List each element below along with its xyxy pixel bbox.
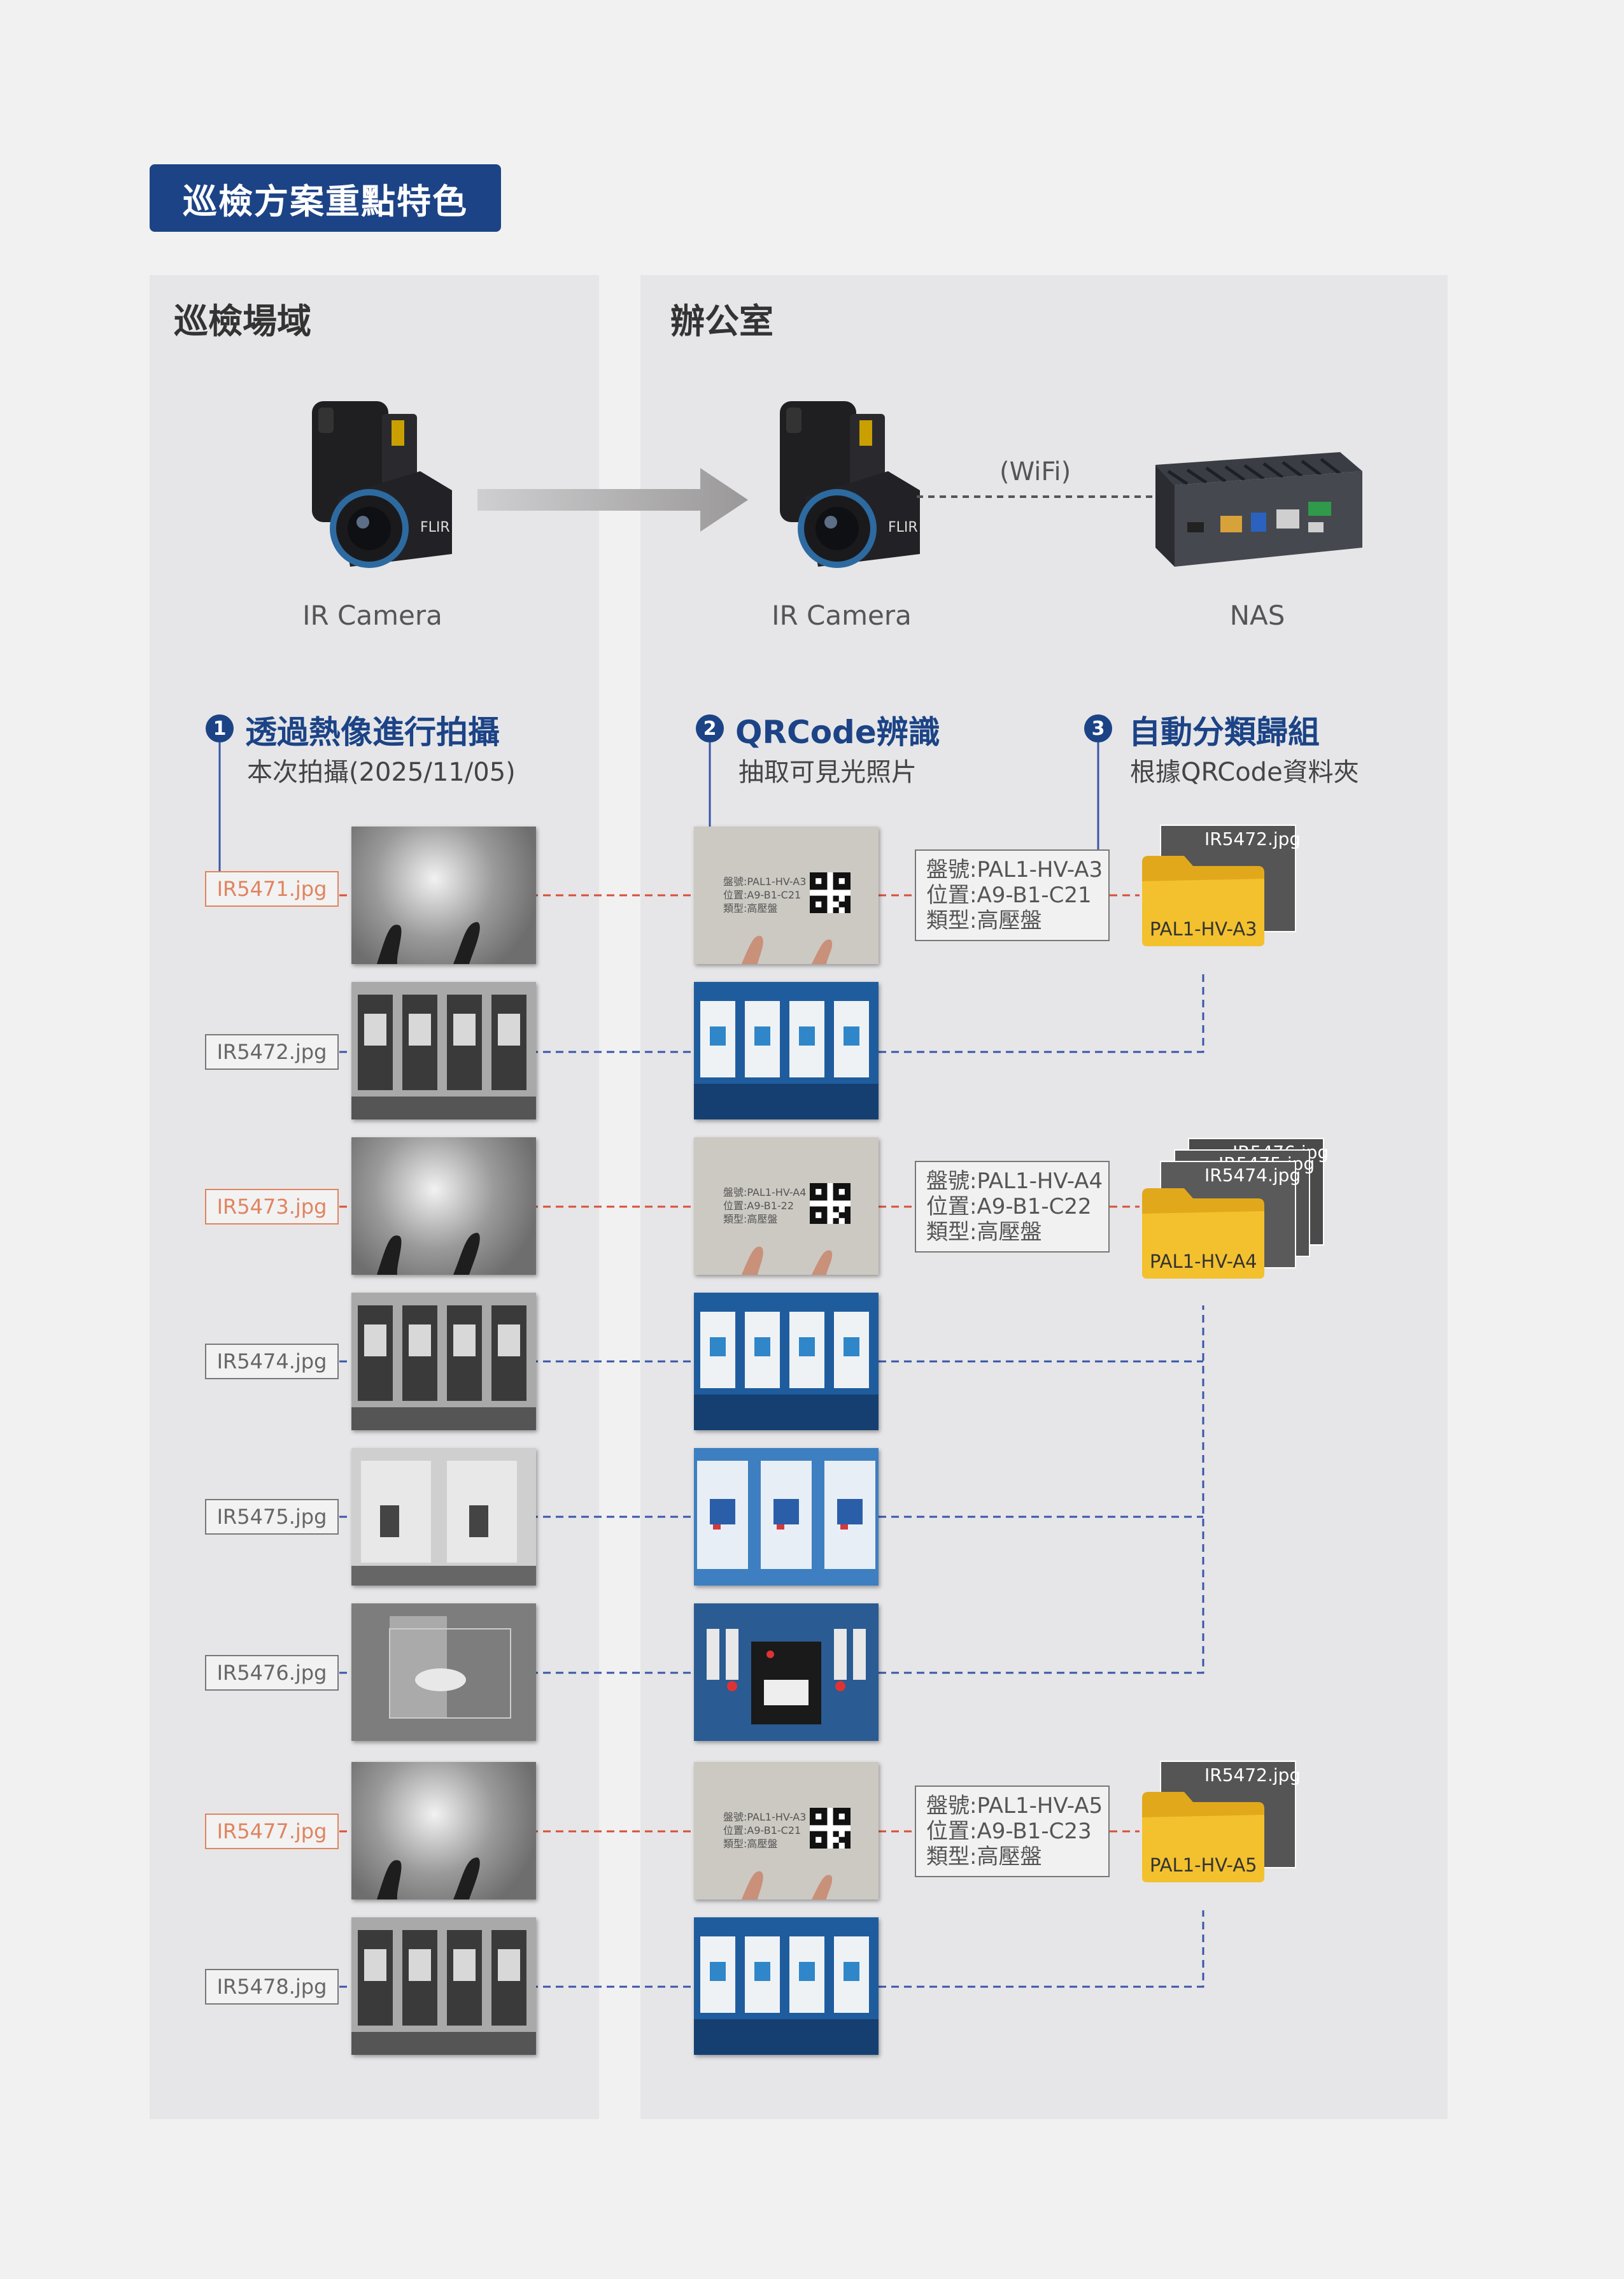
visible-photo	[694, 982, 879, 1119]
qr-card-line: 盤號:PAL1-HV-A3	[723, 876, 807, 888]
qr-photo: 盤號:PAL1-HV-A4 位置:A9-B1-22 類型:高壓盤	[694, 1137, 879, 1275]
step-1-title: 透過熱像進行拍攝	[245, 714, 500, 751]
page-title: 巡檢方案重點特色	[150, 164, 501, 232]
grouped-file-name: IR5474.jpg	[1204, 1165, 1301, 1186]
qr-card-line: 盤號:PAL1-HV-A4	[723, 1186, 807, 1198]
step-3-subtitle: 根據QRCode資料夾	[1130, 758, 1359, 787]
qr-info-box: 盤號:PAL1-HV-A3 位置:A9-B1-C21 類型:高壓盤	[915, 849, 1110, 941]
qr-card-line: 類型:高壓盤	[723, 902, 778, 914]
nas-device-icon	[1155, 452, 1362, 567]
thermal-camera-icon: FLIR	[312, 401, 452, 568]
grouped-file-name: IR5472.jpg	[1204, 1764, 1301, 1786]
visible-photo	[694, 1293, 879, 1430]
qr-code-icon	[810, 1183, 851, 1224]
thermal-photo	[351, 1917, 536, 2055]
thermal-photo	[351, 827, 536, 964]
qr-card-line: 類型:高壓盤	[723, 1838, 778, 1850]
folder-icon	[1142, 856, 1264, 946]
qr-card-line: 位置:A9-B1-22	[723, 1200, 794, 1212]
visible-photo	[694, 1917, 879, 2055]
grouped-file-name: IR5472.jpg	[1204, 828, 1301, 849]
thermal-photo	[351, 1137, 536, 1275]
step-1-number: 1	[206, 714, 234, 742]
qr-code-icon	[810, 1808, 851, 1849]
visible-photo	[694, 1448, 879, 1586]
thermal-photo	[351, 1293, 536, 1430]
file-label: IR5478.jpg	[205, 1969, 339, 2005]
qr-info-box: 盤號:PAL1-HV-A4 位置:A9-B1-C22 類型:高壓盤	[915, 1161, 1110, 1253]
file-label: IR5474.jpg	[205, 1344, 339, 1379]
step-2-title: QRCode辨識	[735, 714, 940, 751]
info-position: 位置:A9-B1-C21	[926, 883, 1092, 908]
thermal-photo	[351, 982, 536, 1119]
qr-photo: 盤號:PAL1-HV-A3 位置:A9-B1-C21 類型:高壓盤	[694, 1762, 879, 1899]
info-panel-id: 盤號:PAL1-HV-A3	[926, 857, 1103, 883]
svg-text:FLIR: FLIR	[420, 520, 450, 536]
nas-label: NAS	[1229, 600, 1285, 631]
file-label: IR5476.jpg	[205, 1655, 339, 1691]
info-type: 類型:高壓盤	[926, 1844, 1042, 1870]
info-panel-id: 盤號:PAL1-HV-A4	[926, 1168, 1103, 1194]
qr-info-box: 盤號:PAL1-HV-A5 位置:A9-B1-C23 類型:高壓盤	[915, 1786, 1110, 1877]
qr-photo: 盤號:PAL1-HV-A3 位置:A9-B1-C21 類型:高壓盤	[694, 827, 879, 964]
info-panel-id: 盤號:PAL1-HV-A5	[926, 1793, 1103, 1819]
info-type: 類型:高壓盤	[926, 908, 1042, 934]
arrow-right-icon	[477, 468, 748, 532]
field-panel-heading: 巡檢場域	[174, 301, 311, 341]
field-camera-label: IR Camera	[302, 600, 442, 631]
thermal-photo	[351, 1448, 536, 1586]
thermal-photo	[351, 1603, 536, 1741]
file-label: IR5472.jpg	[205, 1034, 339, 1070]
step-2-subtitle: 抽取可見光照片	[738, 758, 917, 787]
step-3-number: 3	[1084, 714, 1112, 742]
folder-label: PAL1-HV-A4	[1150, 1251, 1257, 1272]
qr-card-line: 位置:A9-B1-C21	[723, 1824, 801, 1836]
qr-card-line: 類型:高壓盤	[723, 1213, 778, 1225]
visible-photo	[694, 1603, 879, 1741]
wifi-label: (WiFi)	[999, 457, 1071, 486]
file-label: IR5471.jpg	[205, 871, 339, 907]
wifi-link-line	[917, 495, 1159, 498]
office-camera-label: IR Camera	[772, 600, 912, 631]
file-label: IR5477.jpg	[205, 1814, 339, 1849]
file-label: IR5473.jpg	[205, 1189, 339, 1225]
folder-icon	[1142, 1188, 1264, 1279]
thermal-camera-icon: FLIR	[780, 401, 920, 568]
info-position: 位置:A9-B1-C23	[926, 1819, 1092, 1844]
step-2-number: 2	[696, 714, 724, 742]
thermal-photo	[351, 1762, 536, 1899]
office-panel-heading: 辦公室	[670, 301, 773, 341]
file-label: IR5475.jpg	[205, 1499, 339, 1535]
info-type: 類型:高壓盤	[926, 1219, 1042, 1245]
info-position: 位置:A9-B1-C22	[926, 1194, 1092, 1219]
folder-icon	[1142, 1792, 1264, 1882]
qr-card-line: 位置:A9-B1-C21	[723, 889, 801, 901]
qr-card-line: 盤號:PAL1-HV-A3	[723, 1811, 807, 1823]
step-3-title: 自動分類歸組	[1129, 714, 1320, 751]
folder-label: PAL1-HV-A5	[1150, 1854, 1257, 1876]
step-1-subtitle: 本次拍攝(2025/11/05)	[247, 758, 516, 787]
folder-label: PAL1-HV-A3	[1150, 918, 1257, 940]
qr-code-icon	[810, 872, 851, 913]
svg-text:FLIR: FLIR	[888, 520, 918, 536]
